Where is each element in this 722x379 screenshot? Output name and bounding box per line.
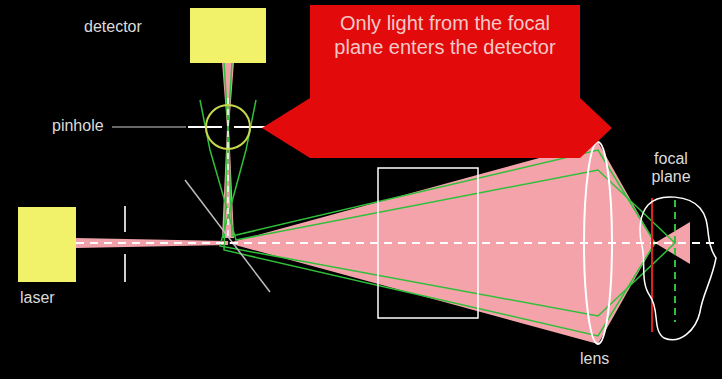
aperture: [124, 206, 126, 232]
specimen: [640, 197, 716, 340]
detector-label: detector: [84, 18, 142, 36]
laser-box: [18, 207, 76, 282]
lens-shape: [584, 142, 612, 344]
arrow-fill: [262, 5, 612, 158]
optic-axis: [227, 98, 229, 240]
lens-label: lens: [580, 350, 609, 368]
laser-node: laser: [18, 207, 78, 315]
off-focus-plane: [674, 200, 676, 322]
callout-text: Only light from the focal plane enters t…: [322, 11, 568, 59]
detector-node: detector: [80, 8, 266, 63]
optical-box: [378, 168, 478, 318]
optic-axis: [76, 242, 720, 244]
callout-arrow: Only light from the focal plane enters t…: [262, 5, 614, 160]
focal-plane-label: focal plane: [636, 150, 706, 187]
aperture: [124, 254, 126, 282]
laser-label: laser: [20, 289, 55, 307]
focal-plane-line: [651, 198, 653, 332]
detector-box: [190, 8, 266, 63]
pinhole-circle: [206, 105, 250, 149]
pinhole-label: pinhole: [52, 117, 104, 135]
leader-line: [112, 127, 186, 128]
